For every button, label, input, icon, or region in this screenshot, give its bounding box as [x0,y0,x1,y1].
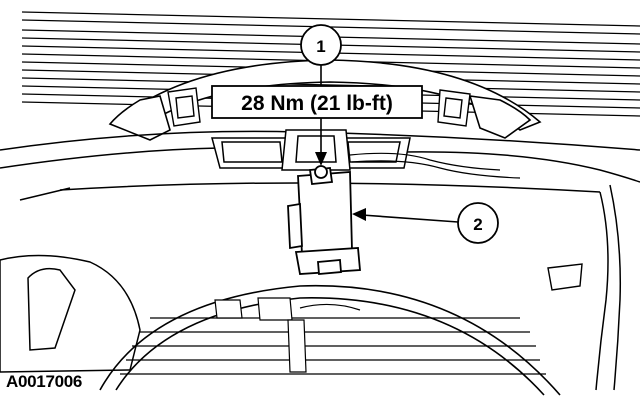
torque-spec-label: 28 Nm (21 lb-ft) [241,92,393,115]
lower-opening [99,284,561,396]
right-clip [437,89,471,127]
callout-1-arrowhead [315,152,327,166]
callout-1: 1 [300,24,342,166]
left-clip [167,87,201,127]
callout-2: 2 [352,202,499,244]
torque-callout-box: 28 Nm (21 lb-ft) [211,85,423,119]
callout-2-arrowhead [352,208,366,221]
callout-2-number: 2 [473,215,482,234]
figure-reference-code: A0017006 [6,372,83,391]
center-mount [211,129,411,171]
wiring [349,152,521,179]
left-pillar [0,254,141,373]
latch-bracket [287,165,361,275]
callout-1-number: 1 [316,37,325,56]
lower-structure [120,297,546,375]
right-notch [547,263,583,291]
